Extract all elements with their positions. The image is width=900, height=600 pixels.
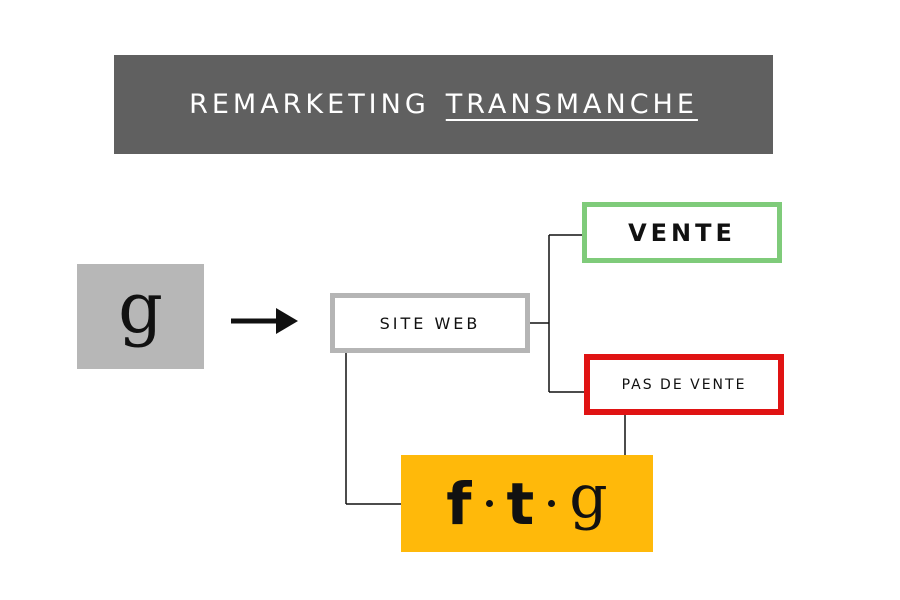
arrow-head bbox=[276, 308, 298, 334]
site-web-node: SITE WEB bbox=[330, 293, 530, 353]
twitter-icon: t bbox=[506, 469, 535, 538]
title-banner: REMARKETING TRANSMANCHE bbox=[114, 55, 773, 154]
title-word-transmanche: TRANSMANCHE bbox=[445, 89, 698, 120]
google-icon: g bbox=[118, 266, 163, 349]
pas-de-vente-node: PAS DE VENTE bbox=[584, 354, 784, 415]
title-word-remarketing: REMARKETING bbox=[189, 89, 430, 120]
social-remarketing-box: f t g bbox=[401, 455, 653, 552]
vente-node: VENTE bbox=[582, 202, 782, 263]
facebook-icon: f bbox=[446, 469, 472, 538]
vente-label: VENTE bbox=[628, 218, 736, 247]
pas-de-vente-label: PAS DE VENTE bbox=[621, 376, 747, 393]
separator-dot bbox=[548, 500, 556, 507]
site-web-label: SITE WEB bbox=[379, 313, 481, 333]
google-icon: g bbox=[569, 461, 608, 532]
google-source-box: g bbox=[77, 264, 204, 369]
separator-dot bbox=[485, 500, 493, 507]
